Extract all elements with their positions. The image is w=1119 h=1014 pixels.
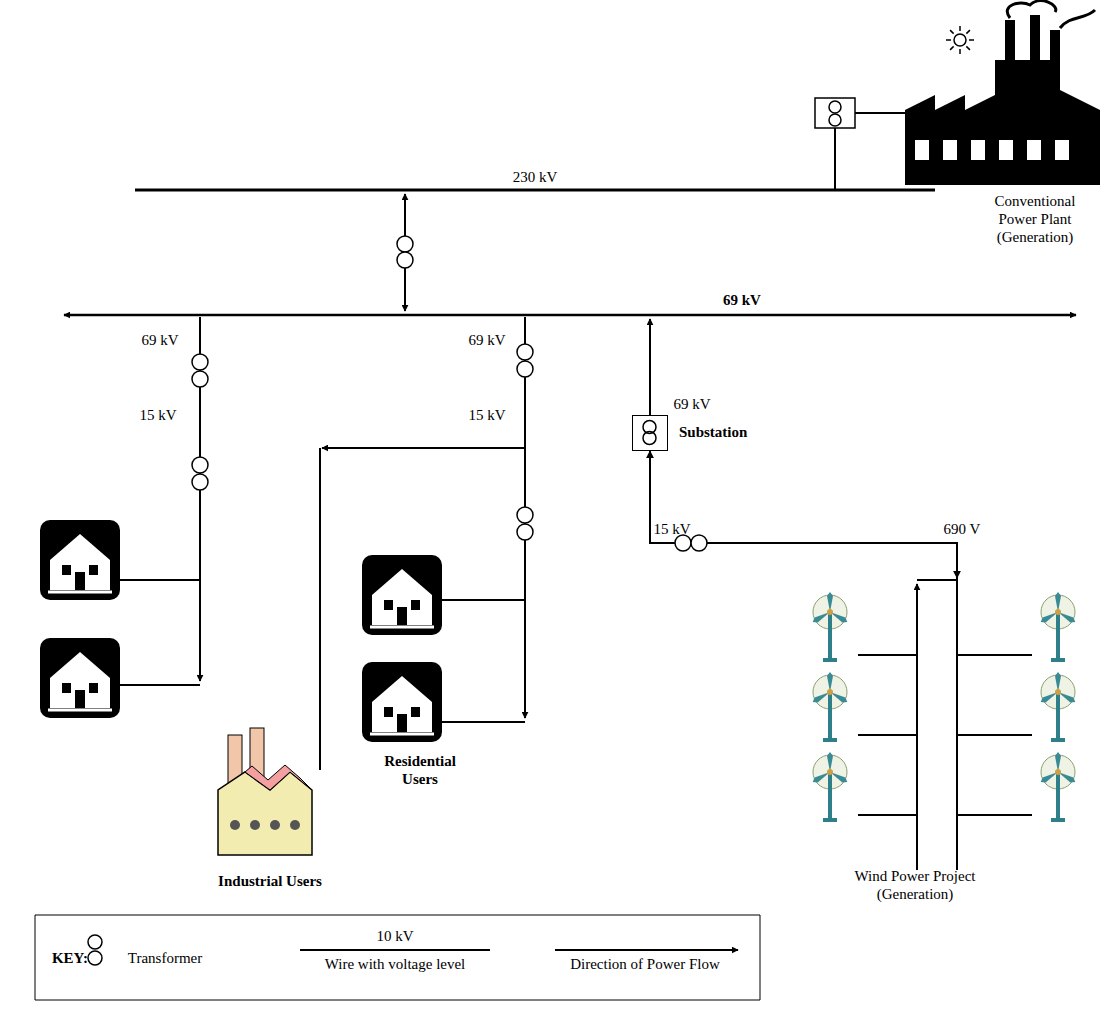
- legend-text: Transformer: [128, 950, 202, 967]
- wind-turbine-icon: [1039, 672, 1077, 740]
- transformer-symbol: [88, 935, 102, 965]
- node-label: Conventional Power Plant (Generation): [978, 192, 1093, 246]
- wire: [120, 684, 200, 686]
- transformer-symbol: [675, 535, 707, 551]
- wire: [956, 578, 958, 870]
- node-label: Industrial Users: [190, 872, 350, 890]
- wire: [64, 314, 1076, 317]
- wire: [916, 584, 918, 870]
- wire: [917, 579, 957, 581]
- house-icon: [40, 638, 120, 718]
- wire: [957, 654, 1032, 656]
- transformer-symbol: [517, 507, 533, 540]
- wire: [855, 112, 905, 114]
- factory-icon: [218, 728, 312, 855]
- transformer-symbol: [517, 344, 533, 377]
- wire: [35, 915, 760, 1000]
- transformer-symbol: [397, 236, 413, 268]
- wind-turbine-icon: [811, 672, 849, 740]
- wire: [322, 447, 525, 449]
- wire: [957, 814, 1032, 816]
- wire: [300, 949, 490, 951]
- wind-turbine-icon: [1039, 752, 1077, 820]
- substation-box: Substation: [632, 415, 668, 451]
- transformer-symbol: [633, 416, 666, 449]
- voltage-label: 10 kV: [376, 928, 413, 945]
- house-icon: [362, 555, 442, 635]
- wire: [120, 579, 200, 581]
- voltage-label: 69 kV: [723, 292, 761, 309]
- wire: [135, 189, 935, 192]
- voltage-label: 69 kV: [141, 332, 178, 349]
- legend-text: Wire with voltage level: [325, 956, 466, 973]
- wire: [649, 319, 651, 415]
- wire: [957, 734, 1032, 736]
- power-plant-node: Conventional Power Plant (Generation): [975, 192, 1095, 264]
- wind-turbine-icon: [811, 592, 849, 660]
- wind-turbine-icon: [1039, 592, 1077, 660]
- voltage-label: 690 V: [944, 521, 981, 538]
- industrial-users-node: Industrial Users: [190, 872, 350, 896]
- node-label: Wind Power Project (Generation): [830, 867, 1000, 903]
- transformer-symbol: [192, 354, 208, 387]
- wire: [555, 949, 738, 951]
- voltage-label: 15 kV: [653, 521, 690, 538]
- power-plant-illustration: [905, 1, 1100, 185]
- wire: [858, 734, 917, 736]
- legend-text: Direction of Power Flow: [570, 956, 720, 973]
- transformer-symbol: [829, 101, 841, 126]
- transformer-box: [815, 98, 855, 128]
- house-icon: [362, 662, 442, 742]
- voltage-label: 230 kV: [513, 169, 558, 186]
- node-label: Substation: [679, 423, 747, 441]
- house-icon: [40, 520, 120, 600]
- voltage-label: 15 kV: [468, 407, 505, 424]
- voltage-label: 15 kV: [139, 407, 176, 424]
- wire: [858, 654, 917, 656]
- wire: [319, 448, 321, 770]
- wire: [440, 599, 525, 601]
- wire: [858, 814, 917, 816]
- wind-turbine-icon: [811, 752, 849, 820]
- wind-farm-node: Wind Power Project (Generation): [760, 578, 1070, 903]
- voltage-label: 69 kV: [673, 396, 710, 413]
- wire: [834, 128, 836, 190]
- voltage-label: KEY:: [52, 950, 88, 967]
- voltage-label: 69 kV: [468, 332, 505, 349]
- transformer-symbol: [192, 457, 208, 490]
- residential-users-node: Residential Users: [370, 752, 470, 796]
- power-line: [650, 451, 957, 578]
- node-label: Residential Users: [370, 752, 470, 788]
- wire: [440, 721, 525, 723]
